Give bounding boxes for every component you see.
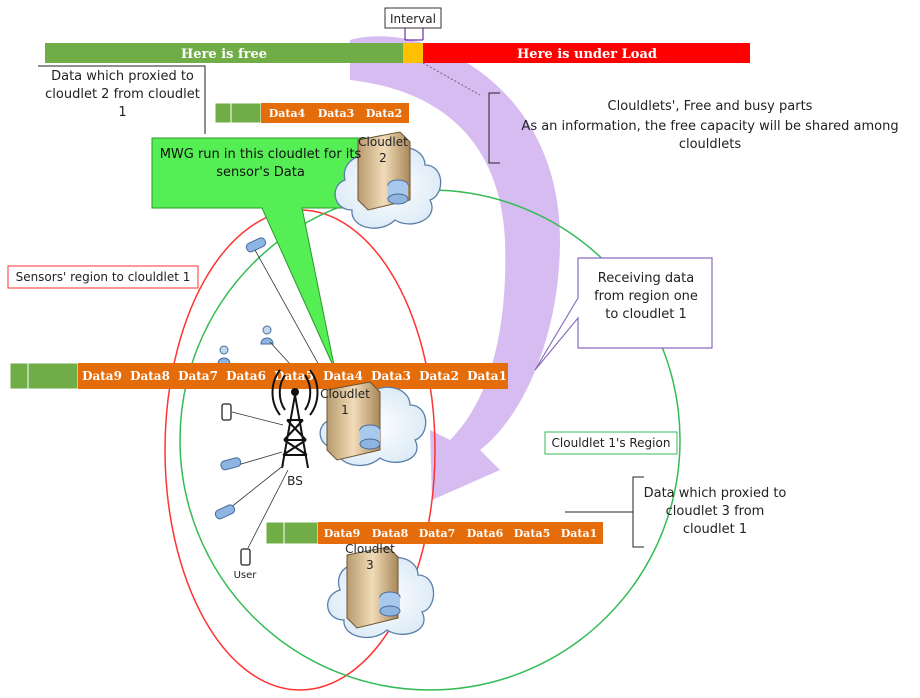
queue-item: Data2: [419, 369, 459, 383]
cloudlet1-number: 1: [341, 403, 349, 417]
device-link: [229, 464, 285, 509]
proxy2-bracket: [38, 65, 206, 134]
person-sensor-icon: [217, 345, 231, 365]
free-busy-info-line2: As an information, the free capacity wil…: [521, 119, 899, 152]
cloudlet2-graphic: [334, 131, 442, 229]
queue-item: Data6: [226, 369, 266, 383]
queue-item: Data1: [467, 369, 507, 383]
receiving-callout-label: Receiving data from region one to cloudl…: [594, 271, 698, 322]
cloudlet3-name: Cloudlet: [345, 542, 395, 556]
receiving-callout-shape: [534, 257, 713, 371]
sensor-link: [254, 249, 331, 386]
cloudlet2-number: 2: [379, 151, 387, 165]
device-link: [247, 469, 289, 549]
interval-bracket: [404, 28, 424, 41]
interval-marker: [403, 43, 423, 63]
car-sensor-icon: [214, 504, 236, 520]
sensors-region-label: Sensors' region to clouldlet 1: [15, 270, 191, 284]
cloudlet1-region-box: [544, 431, 678, 455]
queue-item: Data3: [318, 107, 355, 120]
queue-item: Data5: [514, 527, 551, 540]
queue-item: Data1: [561, 527, 598, 540]
queue-item: Data8: [130, 369, 170, 383]
queue-item: Data6: [467, 527, 504, 540]
queue-item: Data7: [178, 369, 218, 383]
phone-icon: [240, 548, 251, 566]
load-bar-label: Here is under Load: [517, 47, 657, 62]
cloudlet3-graphic: [327, 546, 435, 639]
queue-item: Data9: [324, 527, 361, 540]
queue-item: Data4: [269, 107, 306, 120]
phone-icon: [221, 403, 232, 421]
queue-item: Data2: [366, 107, 403, 120]
mwg-callout-label: MWG run in this cloudlet for its sensor'…: [159, 147, 362, 180]
car-sensor-icon: [245, 237, 267, 253]
user-label: User: [233, 570, 257, 581]
cloudlet1-graphic: [319, 381, 427, 467]
proxied-to-cloudlet2-label: Data which proxied to cloudlet 2 from cl…: [45, 69, 200, 120]
bs-label: BS: [287, 474, 303, 488]
device-link: [231, 411, 284, 426]
cloudlet1-queue: Data9 Data8 Data7 Data6 Data5 Data4 Data…: [9, 362, 508, 390]
cloudlet3-queue: Data9 Data8 Data7 Data6 Data5 Data1: [265, 521, 603, 545]
base-station-icon: [271, 369, 319, 469]
car-sensor-icon: [220, 457, 242, 471]
queue-item: Data7: [419, 527, 456, 540]
cloudlet2-name: Cloudlet: [358, 135, 408, 149]
info-bracket: [488, 92, 500, 164]
free-bar-label: Here is free: [181, 47, 267, 62]
person-sensor-icon: [260, 325, 274, 345]
device-link: [237, 451, 283, 466]
queue-item: Data9: [82, 369, 122, 383]
interval-label: Interval: [390, 12, 436, 26]
queue-item: Data3: [371, 369, 411, 383]
free-bar: [45, 43, 403, 63]
free-busy-info-line1: Clouldlets', Free and busy parts: [607, 99, 813, 114]
load-bar: [423, 43, 750, 63]
cloudlet2-queue: Data4 Data3 Data2: [214, 102, 409, 124]
interval-box: [384, 7, 442, 29]
queue-item: Data4: [323, 369, 363, 383]
sensors-region-box: [7, 265, 199, 289]
interval-dotted-line: [422, 62, 481, 96]
cloudlet1-region-label: Clouldlet 1's Region: [551, 436, 671, 450]
cloudlet3-number: 3: [366, 558, 374, 572]
queue-item: Data8: [372, 527, 409, 540]
cloudlet1-name: Cloudlet: [320, 387, 370, 401]
queue-item: Data5: [274, 369, 314, 383]
proxied-to-cloudlet3-label: Data which proxied to cloudlet 3 from cl…: [643, 486, 787, 537]
